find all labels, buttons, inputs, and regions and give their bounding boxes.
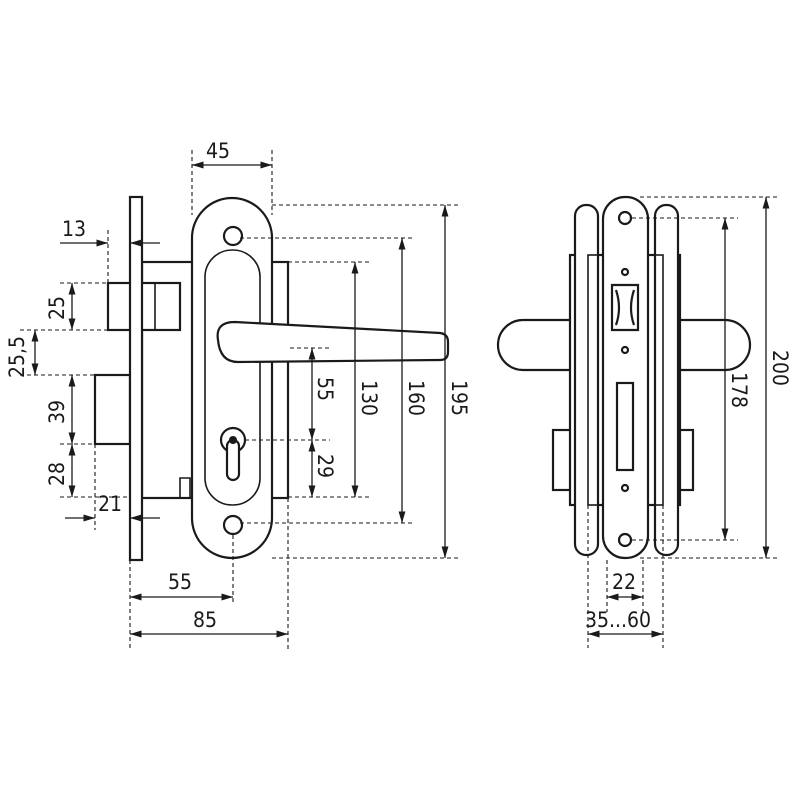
dim-178: 178 bbox=[727, 372, 751, 408]
dim-55-handle: 55 bbox=[313, 377, 337, 401]
dim-45: 45 bbox=[206, 139, 230, 163]
dim-25: 25 bbox=[45, 296, 69, 320]
dim-130: 130 bbox=[357, 380, 381, 416]
dim-13: 13 bbox=[62, 217, 86, 241]
dead-bolt bbox=[93, 373, 132, 446]
screw-hole-top bbox=[222, 225, 244, 247]
side-dimension-lines bbox=[588, 197, 770, 638]
dim-35-60: 35...60 bbox=[585, 608, 651, 632]
side-faceplate bbox=[601, 195, 650, 560]
dim-22: 22 bbox=[612, 570, 636, 594]
side-labels: 200 178 22 35...60 bbox=[585, 350, 792, 632]
dim-29: 29 bbox=[313, 454, 337, 478]
dim-55-backset: 55 bbox=[168, 570, 192, 594]
handle-plate bbox=[190, 196, 274, 560]
dim-28: 28 bbox=[45, 462, 69, 486]
front-view bbox=[93, 195, 450, 562]
dim-195: 195 bbox=[447, 380, 471, 416]
side-view bbox=[496, 195, 752, 560]
side-extension-lines bbox=[587, 196, 780, 648]
faceplate bbox=[128, 195, 144, 562]
dim-25-5: 25,5 bbox=[5, 336, 29, 378]
front-extension-lines bbox=[20, 150, 460, 650]
outer-plate-right bbox=[653, 203, 680, 557]
latch-bolt bbox=[106, 281, 182, 332]
side-latch bbox=[610, 283, 640, 332]
outer-plate-left bbox=[573, 203, 600, 557]
lever-handle bbox=[216, 320, 450, 364]
dim-21: 21 bbox=[98, 492, 122, 516]
dim-160: 160 bbox=[404, 380, 428, 416]
front-labels: 45 13 25 25,5 39 28 21 55 85 55 29 130 1… bbox=[5, 139, 471, 632]
side-bolt-slot bbox=[615, 381, 635, 472]
dim-85: 85 bbox=[193, 608, 217, 632]
front-dimension-lines bbox=[31, 161, 449, 638]
dim-200: 200 bbox=[768, 350, 792, 386]
dim-39: 39 bbox=[45, 400, 69, 424]
screw-hole-bottom bbox=[222, 514, 244, 536]
tab bbox=[179, 477, 191, 499]
